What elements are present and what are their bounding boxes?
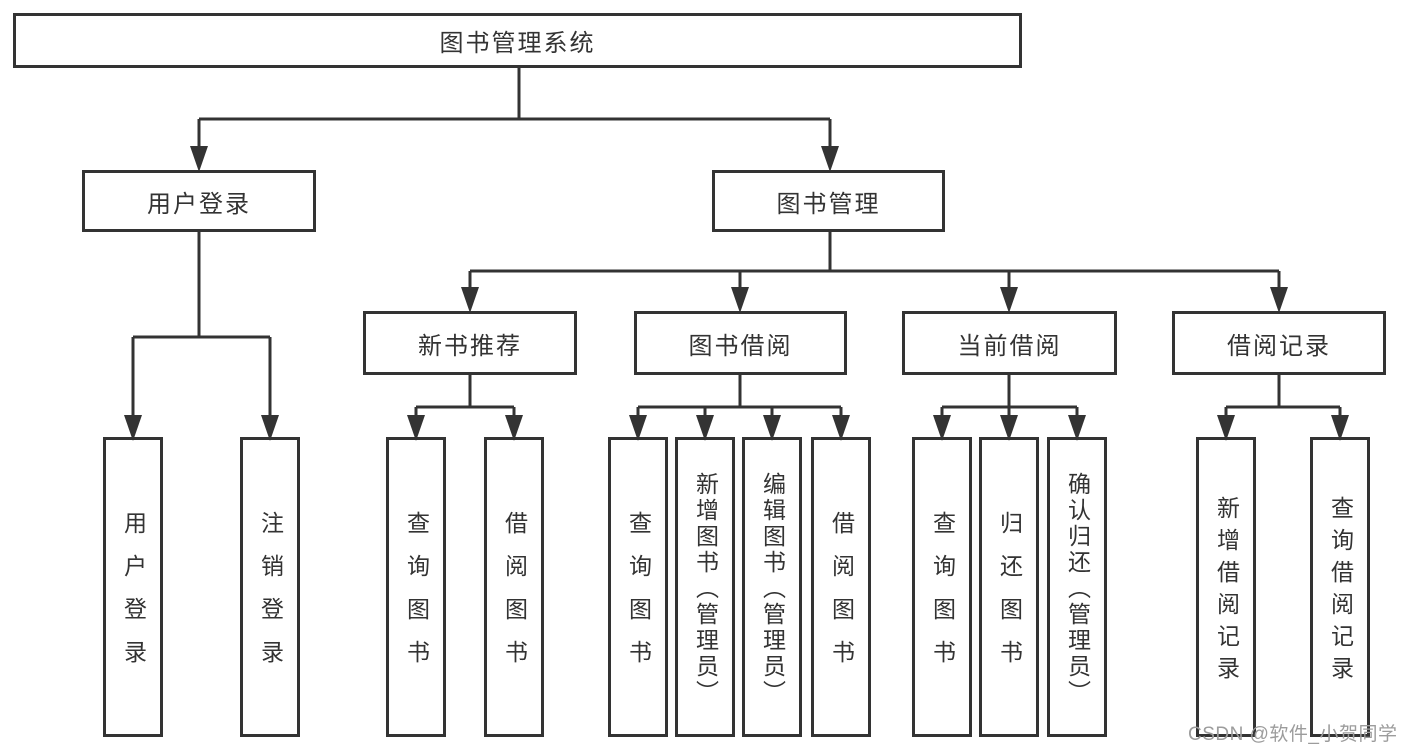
leaf-confirm-return-admin-label: 确认归还（管理员） bbox=[1064, 471, 1091, 706]
leaf-logout: 注销登录 bbox=[240, 437, 300, 737]
root-node-label: 图书管理系统 bbox=[439, 30, 596, 57]
csdn-watermark: CSDN @软件_小贺同学 bbox=[1188, 724, 1398, 745]
leaf-borrow-books-borrowing: 借阅图书 bbox=[811, 437, 871, 737]
node-borrowing-records: 借阅记录 bbox=[1172, 311, 1386, 375]
leaf-query-borrow-record: 查询借阅记录 bbox=[1310, 437, 1370, 737]
leaf-borrow-books-borrowing-label: 借阅图书 bbox=[828, 511, 855, 683]
leaf-edit-books-admin: 编辑图书（管理员） bbox=[742, 437, 802, 737]
leaf-query-borrow-record-label: 查询借阅记录 bbox=[1327, 495, 1354, 688]
leaf-query-books-recommend: 查询图书 bbox=[386, 437, 446, 737]
leaf-query-books-recommend-label: 查询图书 bbox=[403, 511, 430, 683]
leaf-return-books-label: 归还图书 bbox=[996, 511, 1023, 683]
node-borrowing-records-label: 借阅记录 bbox=[1227, 332, 1331, 360]
node-book-management: 图书管理 bbox=[712, 170, 945, 232]
leaf-query-books-borrowing: 查询图书 bbox=[608, 437, 668, 737]
node-current-borrowing-label: 当前借阅 bbox=[957, 332, 1062, 360]
leaf-query-books-current: 查询图书 bbox=[912, 437, 972, 737]
node-book-borrowing: 图书借阅 bbox=[634, 311, 847, 375]
node-new-book-recommendation-label: 新书推荐 bbox=[418, 332, 522, 360]
leaf-add-borrow-record-label: 新增借阅记录 bbox=[1213, 495, 1240, 688]
root-node: 图书管理系统 bbox=[13, 13, 1022, 68]
leaf-add-borrow-record: 新增借阅记录 bbox=[1196, 437, 1256, 737]
leaf-borrow-books-recommend: 借阅图书 bbox=[484, 437, 544, 737]
node-new-book-recommendation: 新书推荐 bbox=[363, 311, 577, 375]
leaf-user-login: 用户登录 bbox=[103, 437, 163, 737]
leaf-query-books-current-label: 查询图书 bbox=[929, 511, 956, 683]
leaf-user-login-label: 用户登录 bbox=[120, 511, 147, 683]
node-book-management-label: 图书管理 bbox=[776, 190, 881, 218]
leaf-logout-label: 注销登录 bbox=[257, 511, 284, 683]
leaf-add-books-admin: 新增图书（管理员） bbox=[675, 437, 735, 737]
leaf-borrow-books-recommend-label: 借阅图书 bbox=[501, 511, 528, 683]
leaf-query-books-borrowing-label: 查询图书 bbox=[625, 511, 652, 683]
leaf-return-books: 归还图书 bbox=[979, 437, 1039, 737]
leaf-edit-books-admin-label: 编辑图书（管理员） bbox=[759, 471, 786, 706]
node-user-login-label: 用户登录 bbox=[147, 190, 251, 218]
leaf-confirm-return-admin: 确认归还（管理员） bbox=[1047, 437, 1107, 737]
node-book-borrowing-label: 图书借阅 bbox=[688, 332, 793, 360]
node-current-borrowing: 当前借阅 bbox=[902, 311, 1117, 375]
leaf-add-books-admin-label: 新增图书（管理员） bbox=[692, 471, 719, 706]
node-user-login: 用户登录 bbox=[82, 170, 316, 232]
